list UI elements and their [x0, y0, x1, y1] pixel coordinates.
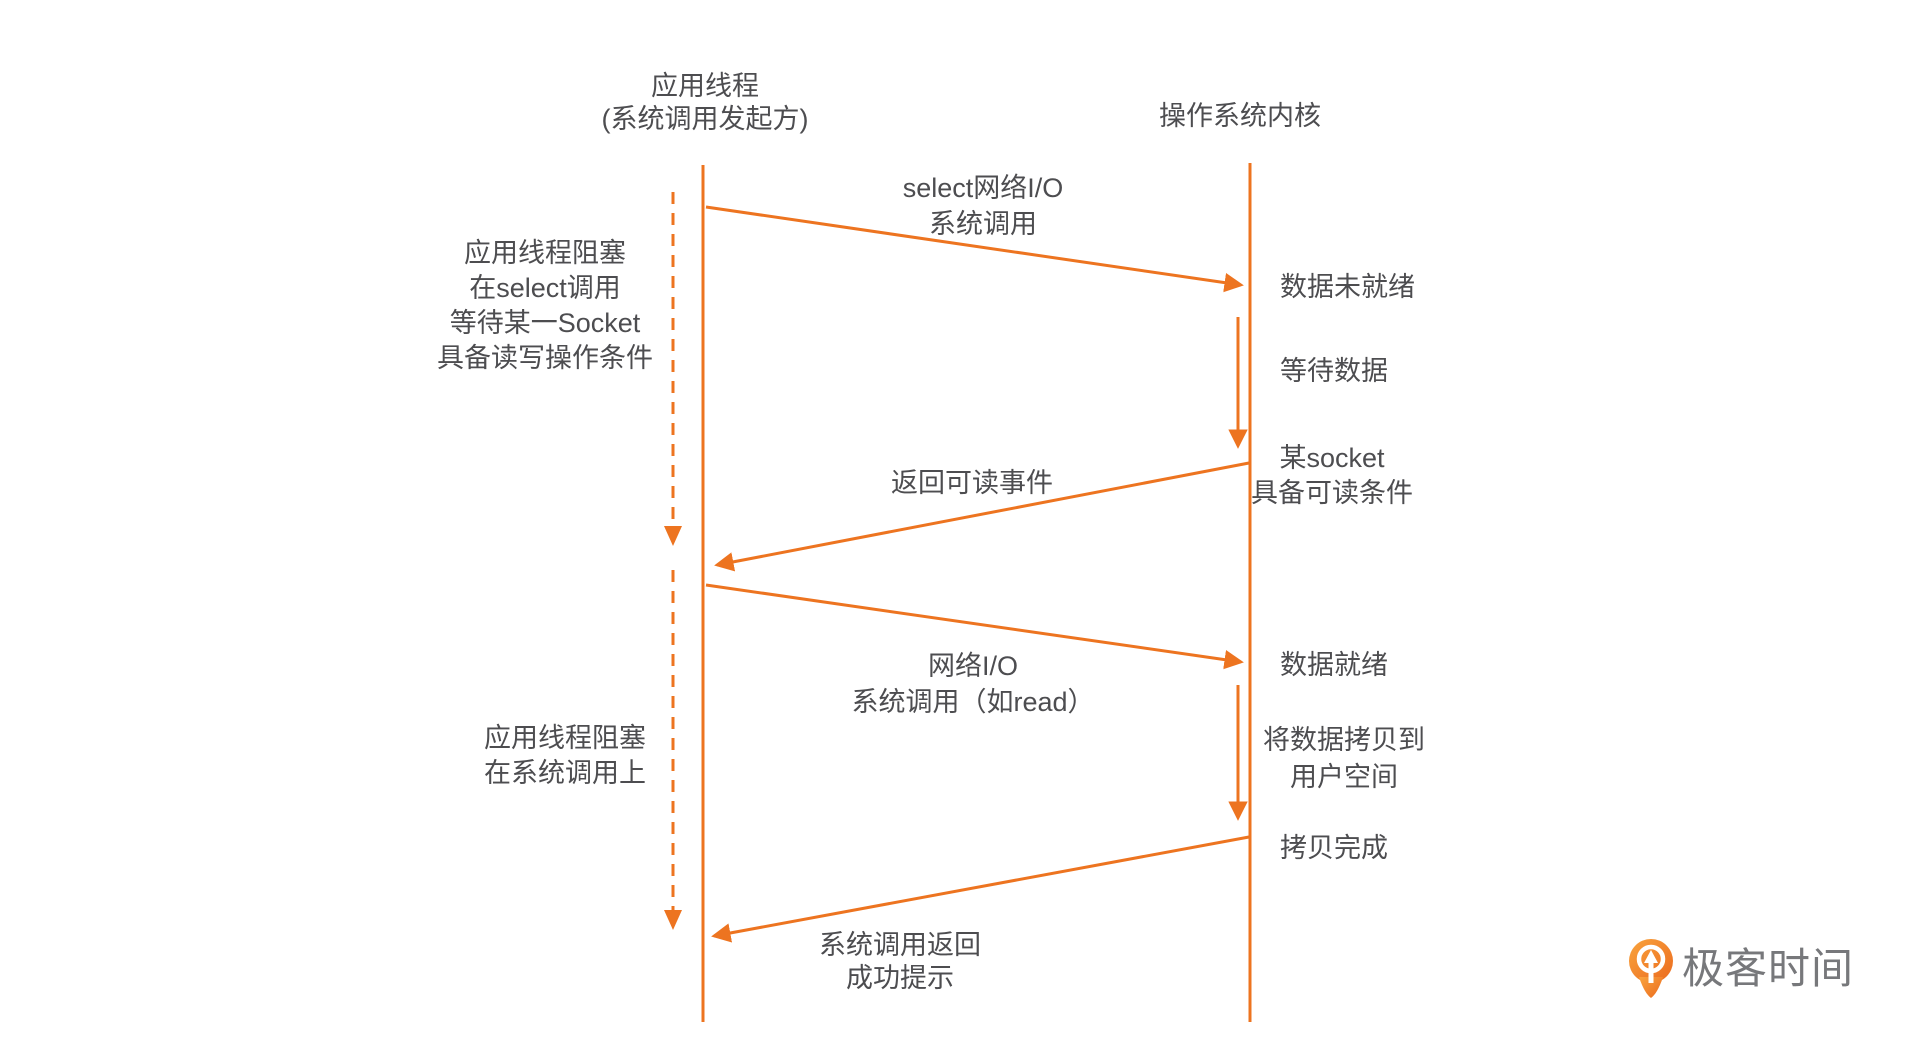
select-call-label-line: select网络I/O: [902, 173, 1064, 203]
select-call-arrow: [705, 205, 1244, 293]
syscall-return-label-line: 成功提示: [846, 963, 954, 993]
kernel-state-data-ready: 数据就绪: [1280, 650, 1388, 680]
read-call-label: 网络I/O 系统调用（如read）: [851, 648, 1094, 720]
select-call-label-line: 系统调用: [928, 209, 1037, 239]
geektime-logo-icon: [1629, 939, 1673, 998]
select-blocking-arrowhead-icon: [664, 526, 682, 546]
read-call-arrow: [705, 583, 1244, 670]
geektime-logo: 极客时间: [1626, 937, 1854, 1001]
kernel-state-line: 具备可读条件: [1251, 478, 1413, 508]
kernel-state-copy-done: 拷贝完成: [1280, 833, 1388, 863]
syscall-return-arrow: [711, 835, 1250, 943]
readable-event-return-arrow: [714, 461, 1250, 572]
note-line: 应用线程阻塞: [464, 238, 626, 268]
app-thread-header-line: (系统调用发起方): [601, 104, 809, 134]
kernel-state-line: 某socket: [1279, 443, 1385, 473]
kernel-state-line: 将数据拷贝到: [1263, 725, 1425, 755]
geektime-logo-text: 极客时间: [1682, 945, 1855, 992]
syscall-blocking-note: 应用线程阻塞 在系统调用上: [484, 721, 646, 791]
syscall-blocking-arrowhead-icon: [664, 910, 682, 930]
read-call-label-line: 系统调用（如read）: [851, 687, 1095, 717]
syscall-return-label-line: 系统调用返回: [819, 930, 981, 960]
kernel-state-copy-to-user: 将数据拷贝到 用户空间: [1263, 722, 1425, 796]
select-call-label: select网络I/O 系统调用: [903, 170, 1064, 242]
kernel-state-socket-readable: 某socket 具备可读条件: [1251, 441, 1413, 511]
note-line: 等待某一Socket: [449, 308, 641, 338]
note-line: 应用线程阻塞: [484, 723, 646, 753]
note-line: 在系统调用上: [484, 758, 646, 788]
kernel-header: 操作系统内核: [1159, 101, 1321, 131]
select-blocking-note: 应用线程阻塞 在select调用 等待某一Socket 具备读写操作条件: [437, 236, 653, 376]
read-call-label-line: 网络I/O: [927, 651, 1019, 681]
syscall-return-label: 系统调用返回 成功提示: [819, 929, 981, 995]
note-line: 具备读写操作条件: [437, 343, 653, 373]
readable-event-return-label: 返回可读事件: [891, 468, 1053, 498]
kernel-state-data-not-ready: 数据未就绪: [1280, 272, 1415, 302]
kernel-state-line: 用户空间: [1290, 762, 1398, 792]
app-thread-header: 应用线程 (系统调用发起方): [602, 70, 809, 136]
note-line: 在select调用: [469, 273, 621, 303]
kernel-state-waiting-for-data: 等待数据: [1280, 356, 1388, 386]
app-thread-header-line: 应用线程: [650, 71, 759, 101]
